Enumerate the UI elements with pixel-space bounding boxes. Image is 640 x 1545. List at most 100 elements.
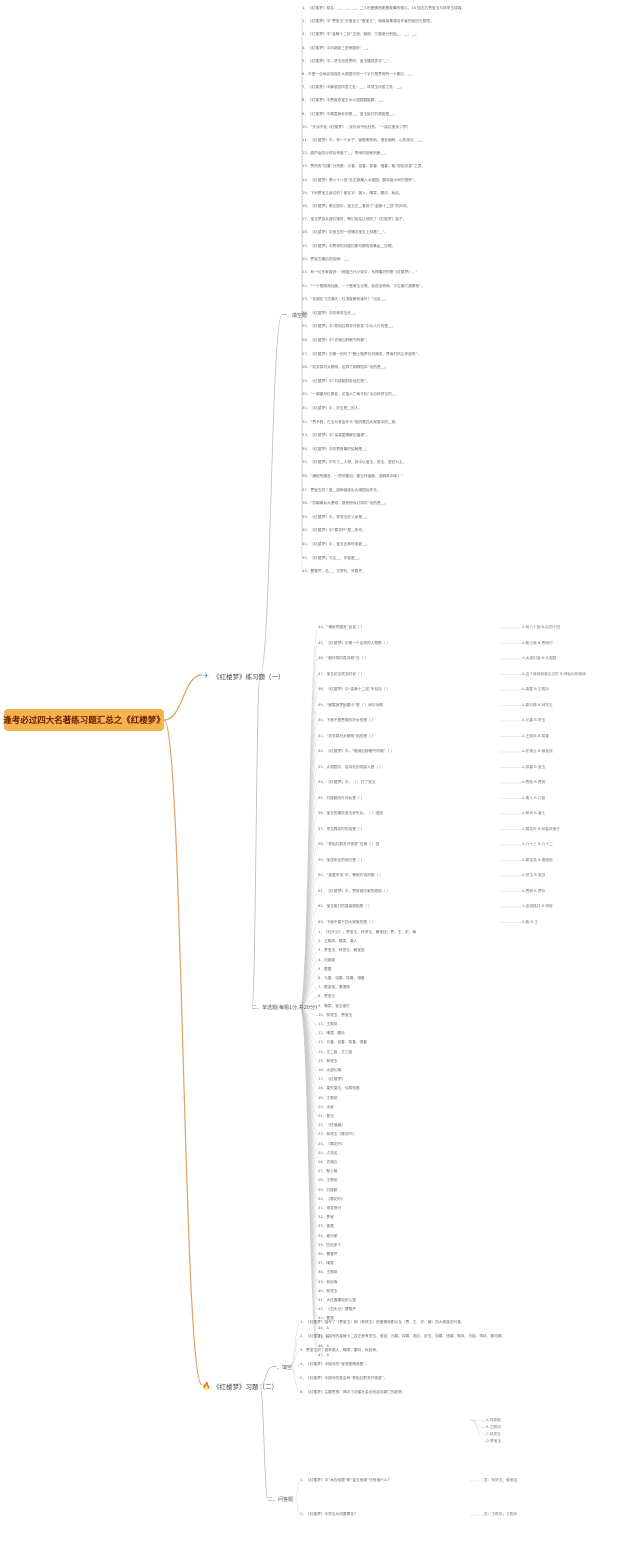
mc-question: 47、宝玉初见黛玉时说（ ） (318, 671, 365, 676)
b2-fill-item: 5、《红楼梦》中描写的宴会有“寿怡红群芳开夜宴”。 (300, 1376, 388, 1380)
connector-line (299, 860, 319, 1008)
fill-item: 11、《红楼梦》中，有一个女子，她聪明伶俐，语言幽默，心机深沉：__。 (302, 138, 425, 142)
mc-question: 44、“满纸荒唐言”出自（ ） (318, 625, 365, 629)
connector-line (259, 314, 283, 676)
b2-fill-item: 6、《红楼梦》主题思想：揭示了封建社会必然走向衰亡的趋势。 (300, 1390, 406, 1394)
mc-question: 53、大观园中，结诗社的发起人是（ ） (318, 764, 383, 769)
fill-item: 23、“花谢花飞花满天，红消香断有谁怜？”出自__。 (302, 297, 388, 302)
mc-question: 59、宝钗所住的地方是（ ） (318, 857, 365, 862)
answer-item: 26、史湘云 (318, 1160, 338, 1164)
fill-item: 10、“开谈不说《红楼梦》，读尽诗书也枉然。”一曲红楼多少梦？ (302, 124, 411, 129)
fill-item: 34、《红楼梦》中的贾府最终结局是__。 (302, 446, 370, 451)
answer-item: 43、曹霑 (318, 1316, 334, 1321)
answer-item: 8、贾宝玉 (318, 994, 336, 999)
b2-fill-item: 3、贾宝玉的丫鬟有袭人、晴雯、麝月、秋纹等。 (300, 1348, 380, 1352)
sub-multiple-choice[interactable]: 二、单选题(每题1分,共20分) (252, 1005, 318, 1011)
answer-item: 41、大红猩猩毡的斗篷 (318, 1298, 356, 1302)
answer-item: 47、A (318, 1353, 329, 1358)
mc-options: A.甄士隐 B.贾雨村 (522, 640, 553, 645)
answer-item: 2、王熙凤、晴雯、袭人 (318, 939, 358, 944)
qa-question: 1、《红楼梦》中“木石前盟”和“金玉良缘”分别指什么？ (300, 1478, 392, 1482)
fill-item: 3、《红楼梦》中“金陵十二钗”正册、副册、又副册分别指__、__、__。 (302, 32, 419, 37)
mc-question: 60、“香菱学诗”中，教她作诗的是（ ） (318, 873, 383, 877)
answer-item: 5、颦颦 (318, 966, 332, 971)
branch-practice-two[interactable]: 🔥 《红楼梦》习题（二） (202, 1381, 278, 1391)
connector-line (289, 1350, 301, 1368)
connector-line (469, 1419, 487, 1443)
connector-line (299, 891, 319, 1008)
connector-line (299, 922, 319, 1008)
answer-item: 4、刘姥姥 (318, 957, 336, 962)
mc-options: A.六十三 B.六十二 (522, 842, 553, 846)
fill-item: 33、《红楼梦》中“呆香菱情解石榴裙”。 (302, 433, 370, 438)
answer-item: 14、尤二姐、尤三姐 (318, 1049, 353, 1054)
connector-line (299, 875, 319, 1008)
mc-question: 61、《红楼梦》中，贾府被抄家的原因（ ） (318, 888, 391, 893)
qa-answer: 答：王熙凤；王熙凤 (484, 1512, 518, 1516)
paper-plane-icon: ✈ (203, 672, 209, 680)
answer-item: 28、王熙凤 (318, 1178, 338, 1183)
mc-question: 51、“机关算尽太聪明”指的是（ ） (318, 733, 376, 738)
mc-question: 52、《红楼梦》中，“憨湘云醉眠芍药裀”（ ） (318, 749, 395, 753)
answer-item: 3、贾宝玉、林黛玉、薛宝钗 (318, 948, 365, 953)
mc-question: 55、刘姥姥的外孙女是（ ） (318, 795, 365, 800)
mc-options: A.贾政 B.贾赦 (522, 780, 546, 784)
sub-questions[interactable]: 二、问答题 (268, 1497, 294, 1503)
mc-options: A.秦可卿 B.林黛玉 (522, 702, 553, 707)
answer-item: 33、香菱 (318, 1224, 334, 1229)
mc-question: 56、宝玉的通灵宝玉丢失后，（ ）送回 (318, 811, 383, 815)
mc-options: A.贾赦 B.贾珍 (522, 888, 546, 893)
mc-options: A.太虚幻境 B.大观园 (522, 656, 557, 660)
fill-item: 37、贾宝玉的丫鬟__因病被逐出大观园后死去。 (302, 487, 381, 492)
answer-item: 16、太虚幻境 (318, 1068, 342, 1072)
branch-practice-one[interactable]: ✈ 《红楼梦》练习题（一） (202, 671, 284, 681)
answer-item: 7、蘅芜苑、潇湘馆 (318, 985, 350, 990)
fill-item: 15、下列贾宝玉身边的丫鬟名字：袭人、晴雯、麝月、秋纹。 (302, 190, 403, 195)
connector-line (259, 1366, 273, 1386)
mc-options: A.探春 B.宝玉 (522, 764, 546, 769)
answer-item: 45、A (318, 1334, 329, 1339)
fill-item: 19、《红楼梦》中贾母的孙媳妇秦可卿的丧事由__协理。 (302, 243, 396, 248)
connector-line (299, 951, 319, 1008)
connector-line (299, 906, 319, 1008)
connector-line (259, 1384, 269, 1500)
answer-item: 10、林黛玉、贾宝玉 (318, 1012, 353, 1017)
answer-item: 40、林黛玉 (318, 1288, 338, 1293)
root-topic[interactable]: 逢考必过四大名著练习题汇总之《红楼梦》 (3, 709, 165, 731)
mc-options: A.和尚 B.道士 (522, 811, 546, 815)
connector-line (299, 844, 319, 1008)
fill-item: 4、《红楼梦》中刘姥姥三进荣国府：__。 (302, 45, 371, 50)
answer-item: 34、被抄家 (318, 1233, 338, 1238)
sub-fill-in[interactable]: 一、填空题 (282, 313, 308, 319)
mc-options: A.黛玉 B.宝钗 (522, 873, 546, 877)
answer-item: 24、《葬花吟》 (318, 1141, 345, 1146)
answer-item: 42、《石头记》曹雪芹 (318, 1307, 356, 1312)
fill-item: 30、“一朝春尽红颜老，花落人亡两不知”出自林黛玉的__。 (302, 392, 400, 397)
answer-item: 29、刘姥姥 (318, 1187, 338, 1192)
answer-item: 32、贾家 (318, 1215, 334, 1220)
mc-question: 54、《红楼梦》中，（ ）打了宝玉 (318, 780, 376, 784)
fill-item: 20、贾宝玉最后的结局：__。 (302, 256, 351, 261)
fill-item: 5、《红楼梦》中，黛玉初进贾府，宝玉赠其表字“__”。 (302, 58, 393, 63)
answer-item: 23、林黛玉《葬花吟》 (318, 1132, 356, 1137)
connector-line (294, 1480, 301, 1500)
b2-fill-item: 1、《红楼梦》描写了（贾宝玉）和（林黛玉）的爱情悲剧以及（贾、王、史、薛）四大家… (300, 1320, 465, 1324)
branch-label: 《红楼梦》习题（二） (213, 1383, 278, 1391)
connector-line (299, 705, 319, 1008)
b2-fill-item: 2、《红楼梦》中描写的金陵十二钗正册有黛玉、宝钗、元春、探春、湘云、妙玉、迎春、… (300, 1334, 506, 1338)
sub-fill-two[interactable]: 一、填空 (272, 1365, 293, 1371)
mc-question: 62、宝玉挨打的直接原因是（ ） (318, 904, 372, 908)
answer-item: 20、出家 (318, 1104, 334, 1109)
answer-item: 38、王熙凤 (318, 1270, 338, 1275)
answer-item: 27、甄士隐 (318, 1169, 338, 1174)
mc-question: 63、下面不属于四大家族的是（ ） (318, 919, 376, 924)
mc-question: 45、《红楼梦》中第一个出场的人物是（ ） (318, 640, 391, 645)
mc-options: A.元春 B.黛玉 (522, 718, 546, 722)
fill-item: 38、“忽喇喇似大厦倾，昏惨惨似灯将尽”说的是__。 (302, 501, 388, 506)
b2-fill-option: A.刘姥姥 (486, 1418, 501, 1422)
fill-item: 28、“机关算尽太聪明，反算了卿卿性命”说的是__。 (302, 365, 388, 370)
answer-item: 46、A (318, 1344, 329, 1348)
answer-item: 22、《枉凝眉》 (318, 1123, 345, 1128)
answer-item: 37、晴雯 (318, 1261, 334, 1266)
